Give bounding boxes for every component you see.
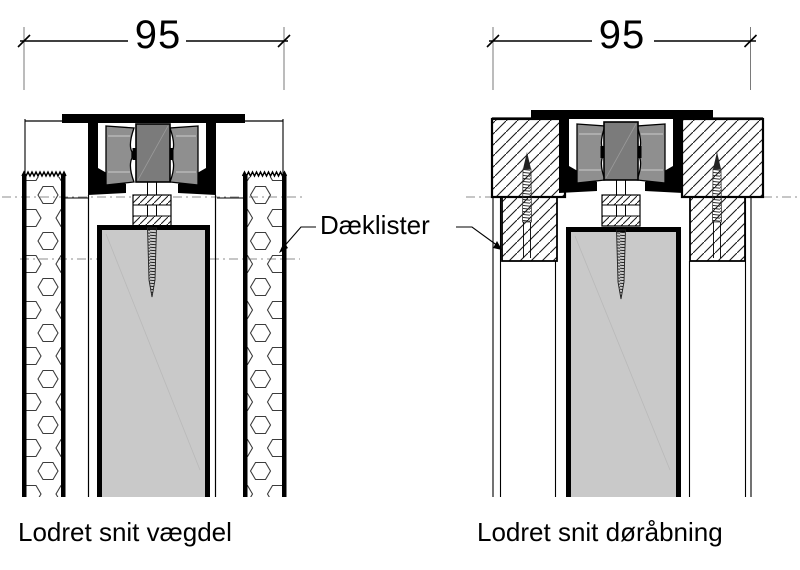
track-channel	[88, 121, 216, 195]
fixing-screw-left	[522, 152, 532, 258]
left-section-drawing	[2, 27, 305, 497]
left-caption: Lodret snit vægdel	[18, 517, 232, 547]
door-panel	[566, 227, 681, 497]
hanger-screw	[616, 229, 626, 300]
left-dimension	[17, 27, 291, 90]
right-caption: Lodret snit døråbning	[477, 517, 723, 547]
gypsum-board-left	[21, 170, 67, 497]
lintel-block-right	[680, 117, 765, 199]
track-mounting-plate	[531, 110, 713, 119]
door-panel	[97, 225, 210, 497]
cover-strips-leader	[279, 226, 502, 253]
gypsum-board-right	[241, 170, 288, 497]
hanger-bracket	[601, 194, 641, 227]
right-dimension-value: 95	[598, 13, 646, 57]
track-channel	[559, 119, 683, 193]
left-dimension-value: 95	[134, 13, 182, 57]
reveal-lines	[87, 195, 217, 497]
hanger-screw	[147, 227, 157, 298]
right-dimension	[486, 27, 758, 90]
roller-assembly	[105, 123, 199, 195]
right-section-drawing	[466, 27, 797, 497]
side-roller-left	[105, 125, 135, 186]
cover-strips-label: Dæklister	[320, 210, 430, 240]
soffit-edges	[24, 119, 284, 199]
reveal-lines	[492, 197, 752, 497]
side-roller-right	[169, 125, 199, 186]
hanger-bracket	[132, 194, 172, 227]
track-mounting-plate	[62, 114, 245, 123]
roller-assembly	[576, 121, 666, 195]
fixing-screw-right	[712, 152, 722, 258]
